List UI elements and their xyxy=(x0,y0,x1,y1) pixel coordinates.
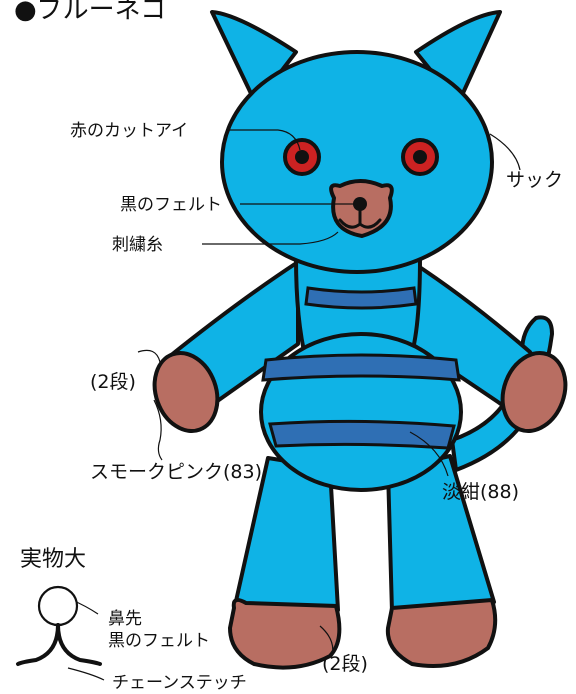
label-red-cut-eye: 赤のカットアイ xyxy=(70,121,188,141)
belly-stripe-bottom xyxy=(268,419,456,450)
right-leg xyxy=(385,454,498,668)
label-embroidery-thread: 刺繍糸 xyxy=(112,235,163,255)
actual-size-nose-sketch xyxy=(16,585,102,666)
label-chain-stitch: チェーンステッチ xyxy=(112,673,247,693)
mouth-stitch xyxy=(338,208,382,229)
nose xyxy=(353,197,367,211)
right-foot xyxy=(385,597,498,668)
head xyxy=(220,50,494,274)
label-two-rows-bottom: (2段) xyxy=(322,653,368,675)
belly-stripe-top xyxy=(261,353,461,382)
right-eye xyxy=(401,138,439,176)
label-nose-felt: 黒のフェルト xyxy=(108,631,210,651)
diagram-title: ●ブルーネコ xyxy=(14,0,166,25)
right-ear xyxy=(414,10,502,106)
label-actual-size: 実物大 xyxy=(20,547,86,572)
label-smoke-pink: スモークピンク(83) xyxy=(90,461,262,483)
label-nose-tip: 鼻先 xyxy=(108,609,142,629)
label-light-navy: 淡紺(88) xyxy=(442,481,519,503)
label-sack: サック xyxy=(506,169,563,191)
label-two-rows-top: (2段) xyxy=(90,371,136,393)
left-leg xyxy=(227,456,342,670)
right-arm xyxy=(410,260,568,433)
leader-lines xyxy=(67,129,521,681)
left-arm xyxy=(152,260,300,433)
left-foot xyxy=(227,597,342,670)
left-ear xyxy=(210,10,298,106)
left-paw xyxy=(152,351,220,433)
left-eye xyxy=(283,138,321,176)
label-black-felt: 黒のフェルト xyxy=(120,195,222,215)
chest-stripe xyxy=(304,286,418,310)
right-paw xyxy=(500,351,568,433)
